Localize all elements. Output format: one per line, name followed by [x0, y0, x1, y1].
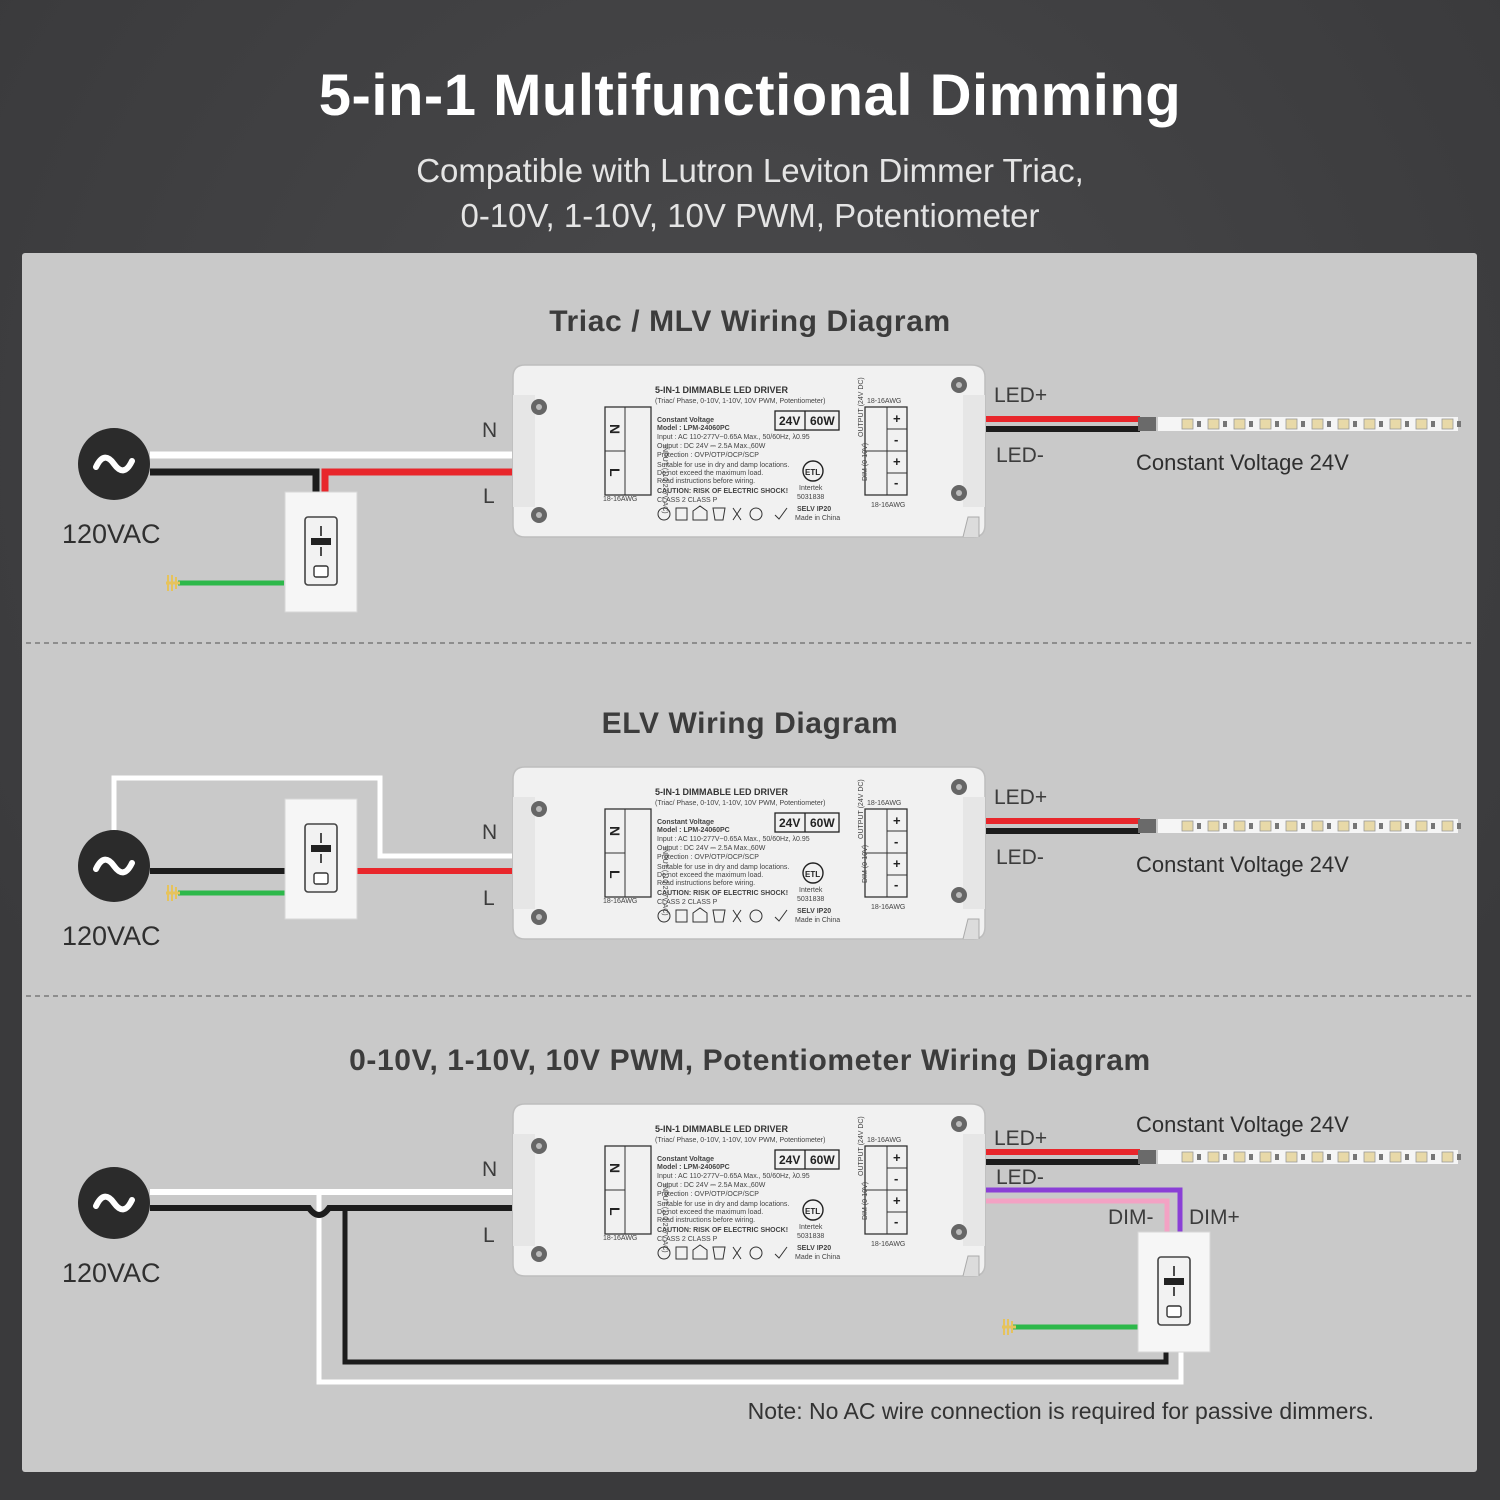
dimmer-switch: [1137, 1231, 1211, 1353]
ac-source-icon: [78, 830, 150, 902]
section-title-0-10v: 0-10V, 1-10V, 10V PWM, Potentiometer Wir…: [349, 1044, 1151, 1077]
ac-source-label: 120VAC: [62, 519, 161, 549]
line-wire-in: [150, 468, 320, 492]
line-label: L: [483, 887, 495, 910]
led-minus-label: LED-: [996, 1166, 1044, 1189]
dim-plus-label: DIM+: [1189, 1206, 1240, 1229]
ground-icon: [1000, 1317, 1018, 1337]
ac-source-icon: [78, 1167, 150, 1239]
dimmer-neutral-wire: [316, 1192, 1184, 1385]
ac-source-label: 120VAC: [62, 1258, 161, 1288]
line-label: L: [483, 485, 495, 508]
section-title-elv: ELV Wiring Diagram: [602, 707, 899, 740]
led-driver: [512, 1103, 986, 1277]
page-subtitle-line-2: 0-10V, 1-10V, 10V PWM, Potentiometer: [460, 197, 1040, 234]
page-subtitle-line-1: Compatible with Lutron Leviton Dimmer Tr…: [416, 152, 1084, 189]
led-strip: [1137, 818, 1462, 834]
dim-minus-label: DIM-: [1108, 1206, 1154, 1229]
led-minus-label: LED-: [996, 846, 1044, 869]
led-driver: [512, 364, 986, 538]
ground-icon: [164, 883, 182, 903]
constant-voltage-label: Constant Voltage 24V: [1136, 450, 1349, 475]
led-plus-label: LED+: [994, 1127, 1047, 1150]
led-plus-label: LED+: [994, 786, 1047, 809]
led-strip: [1137, 416, 1462, 432]
dim-minus-wire: [986, 1198, 1170, 1232]
header: 5-in-1 Multifunctional Dimming Compatibl…: [0, 0, 1500, 250]
dim-plus-wire: [986, 1187, 1183, 1232]
constant-voltage-label: Constant Voltage 24V: [1136, 852, 1349, 877]
line-wire: [150, 1205, 512, 1218]
dimmer-switch: [284, 798, 358, 920]
ac-source-label: 120VAC: [62, 921, 161, 951]
footer-note: Note: No AC wire connection is required …: [748, 1398, 1374, 1424]
neutral-label: N: [482, 419, 497, 442]
constant-voltage-label: Constant Voltage 24V: [1136, 1112, 1349, 1137]
neutral-label: N: [482, 1158, 497, 1181]
led-driver: [512, 766, 986, 940]
led-plus-label: LED+: [994, 384, 1047, 407]
page-title: 5-in-1 Multifunctional Dimming: [318, 63, 1182, 128]
led-strip: [1137, 1149, 1462, 1165]
ground-icon: [164, 573, 182, 593]
ac-source-icon: [78, 428, 150, 500]
led-minus-label: LED-: [996, 444, 1044, 467]
neutral-label: N: [482, 821, 497, 844]
dimmer-switch: [284, 491, 358, 613]
line-label: L: [483, 1224, 495, 1247]
line-wire-out: [321, 468, 512, 492]
neutral-wire: [111, 775, 512, 859]
dimmer-line-wire: [342, 1208, 1169, 1365]
section-title-triac: Triac / MLV Wiring Diagram: [549, 305, 951, 338]
